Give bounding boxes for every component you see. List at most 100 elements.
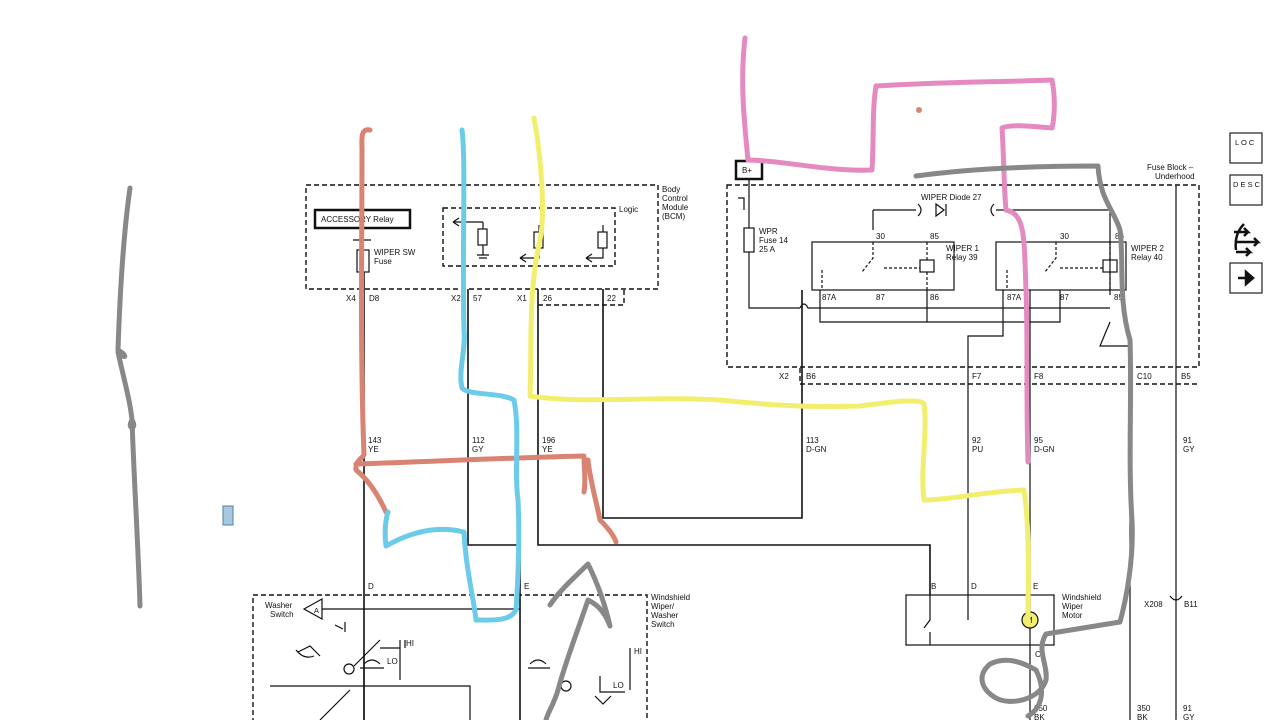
fb-pin-c10: C10	[1137, 372, 1152, 381]
loc-button-label: L O C	[1235, 138, 1255, 147]
windshield-wiper-motor: B D E C Windshield Wiper Motor M X208 B1…	[905, 582, 1198, 720]
wire-350-circuit-a: 350	[1034, 704, 1048, 713]
wire-113-color: D-GN	[806, 445, 827, 454]
wire-196-color: YE	[542, 445, 553, 454]
bcm-conn-x2: X2	[451, 294, 461, 303]
washer-switch-label-1: Washer	[265, 601, 293, 610]
wiper2-relay-label-1: WIPER 2	[1131, 244, 1164, 253]
wire-labels: 143 YE 112 GY 196 YE 113 D-GN 92 PU 95 D…	[368, 436, 1195, 720]
wpr-fuse-label-2: Fuse 14	[759, 236, 788, 245]
fb-conn-x2: X2	[779, 372, 789, 381]
wire-196-circuit: 196	[542, 436, 556, 445]
route-arrows-icon[interactable]	[1234, 223, 1262, 257]
ww-switch-label-2: Wiper/	[651, 602, 675, 611]
fb-pin-f7: F7	[972, 372, 982, 381]
wire-91-color-b: GY	[1183, 713, 1195, 720]
wire-95-circuit: 95	[1034, 436, 1043, 445]
wiper-washer-switch: Windshield Wiper/ Washer Switch D E Wash…	[252, 582, 690, 720]
motor-pin-d: D	[971, 582, 977, 591]
relay2-pin-85: 85	[1114, 293, 1123, 302]
wire-95-color: D-GN	[1034, 445, 1055, 454]
b-plus-label: B+	[742, 166, 752, 175]
wire-92-circuit: 92	[972, 436, 981, 445]
annotation-salmon	[353, 127, 619, 545]
fuse-block-label-1: Fuse Block –	[1147, 163, 1194, 172]
wire-91-circuit: 91	[1183, 436, 1192, 445]
wiper2-relay-label-2: Relay 40	[1131, 253, 1163, 262]
annotation-pink	[740, 35, 1057, 465]
relay1-pin-85: 85	[930, 232, 939, 241]
wire-350-circuit-b: 350	[1137, 704, 1151, 713]
motor-label-1: Windshield	[1062, 593, 1101, 602]
switch-pin-d: D	[368, 582, 374, 591]
bcm-label-4: (BCM)	[662, 212, 685, 221]
annotation-yellow	[527, 115, 1031, 627]
ww-switch-label-4: Switch	[651, 620, 675, 629]
wpr-fuse-label-1: WPR	[759, 227, 778, 236]
fuse-block-label-2: Underhood	[1155, 172, 1195, 181]
switch-hi-2: HI	[634, 647, 642, 656]
bcm-conn-x1: X1	[517, 294, 527, 303]
relay1-pin-30: 30	[876, 232, 885, 241]
wire-113-circuit: 113	[806, 436, 819, 445]
relay2-pin-30: 30	[1060, 232, 1069, 241]
accessory-relay-label: ACCESSORY Relay	[321, 215, 394, 224]
wire-143-color: YE	[368, 445, 379, 454]
relay1-pin-86: 86	[930, 293, 939, 302]
wire-91-color: GY	[1183, 445, 1195, 454]
wpr-fuse-label-3: 25 A	[759, 245, 776, 254]
motor-pin-b: B	[931, 582, 936, 591]
switch-hi-1: HI	[406, 639, 414, 648]
bcm-label-3: Module	[662, 203, 689, 212]
wire-112-color: GY	[472, 445, 484, 454]
switch-lo-2: LO	[613, 681, 624, 690]
fb-pin-b5: B5	[1181, 372, 1191, 381]
wire-92-color: PU	[972, 445, 983, 454]
wiper-sw-fuse-label-2: Fuse	[374, 257, 392, 266]
wire-350-color-a: BK	[1034, 713, 1045, 720]
bcm-pin-22: 22	[607, 294, 616, 303]
bcm-label-1: Body	[662, 185, 680, 194]
fb-pin-b6: B6	[806, 372, 816, 381]
logic-label: Logic	[619, 205, 638, 214]
wiper1-relay-label-2: Relay 39	[946, 253, 978, 262]
ww-switch-label-1: Windshield	[651, 593, 690, 602]
ww-switch-label-3: Washer	[651, 611, 679, 620]
annotation-blue-marker	[222, 505, 234, 526]
bcm-label-2: Control	[662, 194, 688, 203]
conn-x208: X208	[1144, 600, 1163, 609]
bcm-pin-57: 57	[473, 294, 482, 303]
wire-143-circuit: 143	[368, 436, 382, 445]
relay1-pin-87: 87	[876, 293, 885, 302]
motor-pin-e: E	[1033, 582, 1038, 591]
washer-switch-pin-a: A	[314, 606, 319, 615]
fb-pin-f8: F8	[1034, 372, 1044, 381]
conn-b11: B11	[1184, 600, 1198, 609]
wire-91-circuit-b: 91	[1183, 704, 1192, 713]
bcm-pin-26: 26	[543, 294, 552, 303]
wiper-diode-label: WIPER Diode 27	[921, 193, 982, 202]
wiper-sw-fuse-label-1: WIPER SW	[374, 248, 416, 257]
wire-350-color-b: BK	[1137, 713, 1148, 720]
motor-label-3: Motor	[1062, 611, 1083, 620]
loc-button[interactable]: L O C	[1229, 132, 1263, 164]
desc-button-label: D E S C	[1233, 180, 1261, 189]
wiper1-relay-label-1: WIPER 1	[946, 244, 979, 253]
wire-112-circuit: 112	[472, 436, 485, 445]
annotation-gray-switch	[543, 561, 613, 720]
arrow-right-icon[interactable]	[1229, 262, 1263, 294]
annotation-gray-left	[115, 185, 143, 609]
relay2-pin-87a: 87A	[1007, 293, 1022, 302]
switch-pin-e: E	[524, 582, 529, 591]
motor-pin-c: C	[1035, 650, 1041, 659]
desc-button[interactable]: D E S C	[1229, 174, 1263, 206]
bcm-conn-x4: X4	[346, 294, 356, 303]
motor-label-2: Wiper	[1062, 602, 1083, 611]
fuse-block-underhood: Fuse Block – Underhood B+ WPR Fuse 14 25…	[726, 159, 1200, 720]
relay1-pin-87a: 87A	[822, 293, 837, 302]
relay2-pin-87: 87	[1060, 293, 1069, 302]
bcm-pin-d8: D8	[369, 294, 380, 303]
annotation-cyan	[382, 127, 522, 623]
switch-lo-1: LO	[387, 657, 398, 666]
